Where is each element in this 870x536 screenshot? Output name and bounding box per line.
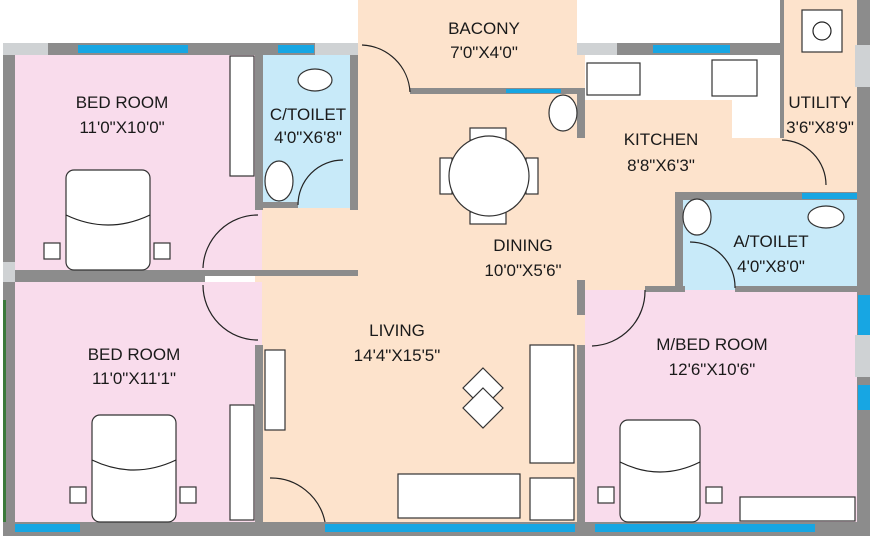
washbasin-icon: [264, 160, 294, 202]
room-name: UTILITY: [788, 93, 851, 112]
room-size: 7'0"X4'0": [450, 43, 518, 62]
dining-table: [439, 127, 539, 225]
stove-icon: [711, 59, 758, 97]
door-swings: [202, 44, 827, 523]
room-size: 10'0"X5'6": [484, 261, 561, 280]
room-labels: BED ROOM 11'0"X10'0" C/TOILET 4'0"X6'8" …: [76, 19, 854, 388]
room-name: BED ROOM: [88, 345, 181, 364]
room-size: 4'0"X6'8": [274, 128, 342, 147]
sofa: [397, 473, 521, 519]
wardrobe: [229, 55, 255, 177]
room-name: DINING: [493, 236, 553, 255]
room-name: C/TOILET: [270, 105, 346, 124]
bed: [597, 419, 723, 523]
room-size: 11'0"X11'1": [92, 369, 176, 388]
tv-unit: [264, 349, 286, 431]
sink-icon: [586, 62, 641, 96]
room-size: 14'4"X15'5": [354, 346, 441, 365]
windows: [15, 45, 870, 532]
wc-icon: [297, 68, 333, 92]
coffee-table: [462, 367, 504, 429]
room-name: BACONY: [448, 19, 520, 38]
washing-machine-icon: [801, 9, 843, 53]
side-table: [529, 477, 575, 521]
wardrobe: [229, 404, 255, 521]
room-size: 12'6"X10'6": [669, 360, 756, 379]
balcony-area: [358, 0, 577, 92]
wc-icon: [807, 205, 845, 229]
room-name: M/BED ROOM: [656, 335, 767, 354]
washbasin-icon: [682, 198, 712, 236]
bed: [69, 414, 197, 523]
room-name: A/TOILET: [733, 232, 808, 251]
bed: [43, 169, 171, 271]
washbasin-icon: [548, 94, 578, 132]
room-name: LIVING: [369, 321, 425, 340]
wardrobe: [739, 496, 856, 522]
room-name: KITCHEN: [624, 130, 699, 149]
room-size: 11'0"X10'0": [79, 118, 164, 137]
room-size: 4'0"X8'0": [737, 257, 805, 276]
room-size: 3'6"X8'9": [786, 118, 854, 137]
room-name: BED ROOM: [76, 93, 169, 112]
sofa: [529, 344, 575, 464]
room-size: 8'8"X6'3": [627, 156, 695, 175]
